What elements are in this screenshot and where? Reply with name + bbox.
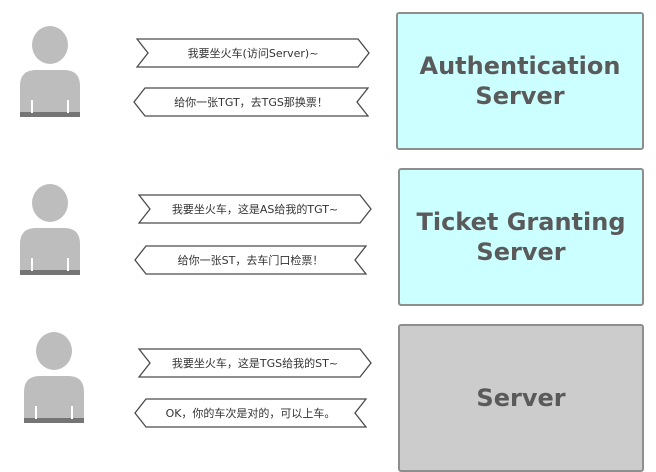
response-arrow: 给你一张TGT，去TGS那换票！ — [133, 87, 369, 117]
user-icon — [20, 184, 80, 275]
request-label: 我要坐火车(访问Server)~ — [187, 47, 319, 60]
request-label: 我要坐火车，这是AS给我的TGT~ — [171, 203, 339, 216]
authentication-server-box: Authentication Server — [396, 12, 644, 150]
service-server-box: Server — [398, 324, 644, 472]
ticket-granting-server-box: Ticket Granting Server — [398, 168, 644, 306]
response-label: 给你一张ST，去车门口检票！ — [177, 254, 324, 267]
row-ticket-granting: 我要坐火车，这是AS给我的TGT~ 给你一张ST，去车门口检票！ Ticket … — [0, 156, 656, 306]
response-arrow: 给你一张ST，去车门口检票！ — [134, 245, 367, 275]
request-arrow: 我要坐火车，这是AS给我的TGT~ — [138, 194, 372, 224]
row-authentication: 我要坐火车(访问Server)~ 给你一张TGT，去TGS那换票！ Authen… — [0, 0, 656, 150]
user-icon — [20, 26, 80, 117]
user-icon — [24, 332, 84, 423]
response-label: 给你一张TGT，去TGS那换票！ — [174, 96, 328, 109]
response-arrow: OK，你的车次是对的，可以上车。 — [134, 398, 367, 428]
server-title: Ticket Granting Server — [416, 208, 626, 266]
server-title: Authentication Server — [419, 52, 621, 110]
row-service-server: 我要坐火车，这是TGS给我的ST~ OK，你的车次是对的，可以上车。 Serve… — [0, 312, 656, 472]
response-label: OK，你的车次是对的，可以上车。 — [165, 407, 336, 420]
server-title: Server — [476, 384, 566, 412]
request-label: 我要坐火车，这是TGS给我的ST~ — [171, 357, 339, 370]
request-arrow: 我要坐火车，这是TGS给我的ST~ — [138, 348, 372, 378]
request-arrow: 我要坐火车(访问Server)~ — [136, 38, 370, 68]
